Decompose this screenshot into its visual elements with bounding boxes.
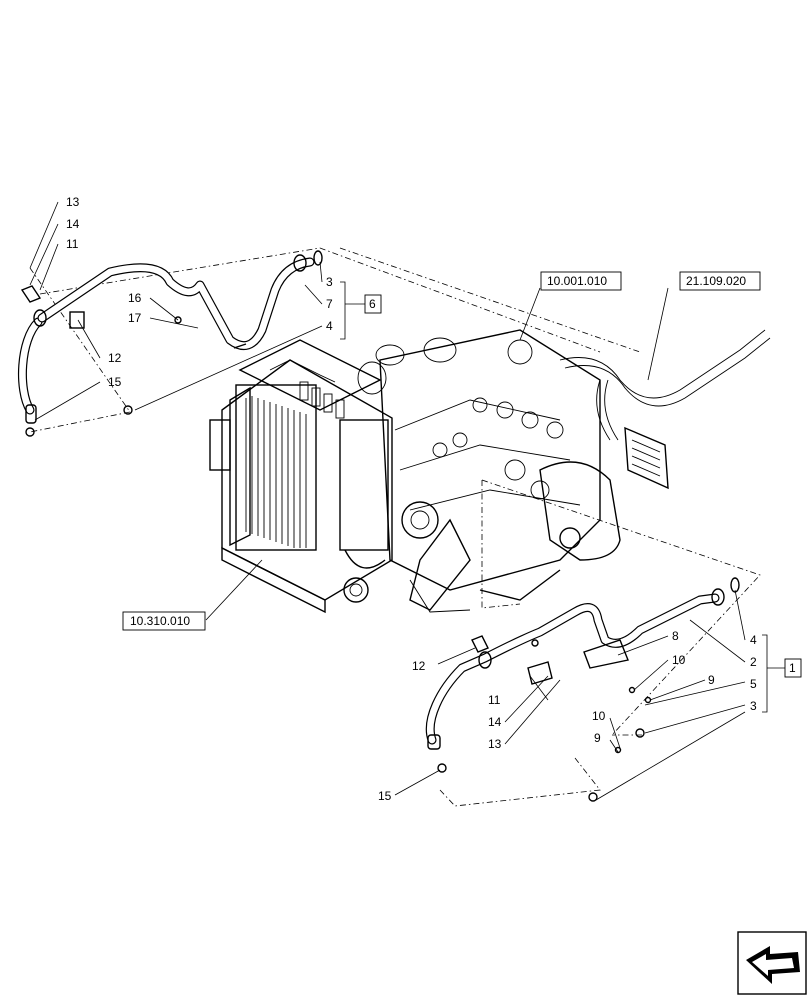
callout-16: 16 — [128, 291, 142, 305]
callout-10-b: 10 — [592, 709, 606, 723]
callout-14-bottom: 14 — [488, 715, 502, 729]
assembly-guide-lines — [29, 247, 761, 807]
group-number-boxes: 6 1 — [364, 294, 802, 678]
callout-labels: 13 14 11 16 17 12 15 3 7 4 12 11 14 13 8… — [66, 195, 757, 803]
callout-13-bottom: 13 — [488, 737, 502, 751]
callout-3-bottom: 3 — [750, 699, 757, 713]
leader-lines — [29, 201, 785, 801]
callout-15-top: 15 — [108, 375, 122, 389]
callout-15-bottom: 15 — [378, 789, 392, 803]
callout-7: 7 — [326, 297, 333, 311]
cross-reference-boxes: 10.001.010 21.109.020 10.310.010 — [122, 271, 761, 631]
callout-11-top: 11 — [66, 237, 79, 251]
callout-3-top: 3 — [326, 275, 333, 289]
lower-hose-assembly — [425, 577, 740, 802]
next-page-arrow-icon[interactable] — [737, 931, 807, 995]
callout-5: 5 — [750, 677, 757, 691]
callout-9-a: 9 — [708, 673, 715, 687]
group-6-label: 6 — [369, 297, 376, 311]
reference-engine[interactable]: 10.001.010 — [547, 274, 607, 288]
callout-12-top: 12 — [108, 351, 122, 365]
reference-cooling[interactable]: 10.310.010 — [130, 614, 190, 628]
group-1-label: 1 — [789, 661, 796, 675]
reference-harness[interactable]: 21.109.020 — [686, 274, 746, 288]
callout-9-b: 9 — [594, 731, 601, 745]
callout-10-a: 10 — [672, 653, 686, 667]
engine-block — [357, 329, 621, 613]
upper-hose-assembly — [17, 250, 323, 437]
callout-4-bottom: 4 — [750, 633, 757, 647]
radiator-pack — [209, 339, 393, 614]
callout-4-top: 4 — [326, 319, 333, 333]
callout-14-top: 14 — [66, 217, 80, 231]
callout-12-bottom: 12 — [412, 659, 426, 673]
wiring-harness — [559, 329, 771, 490]
callout-17: 17 — [128, 311, 142, 325]
callout-13-top: 13 — [66, 195, 80, 209]
callout-8: 8 — [672, 629, 679, 643]
callout-2: 2 — [750, 655, 757, 669]
callout-11-bottom: 11 — [488, 693, 501, 707]
